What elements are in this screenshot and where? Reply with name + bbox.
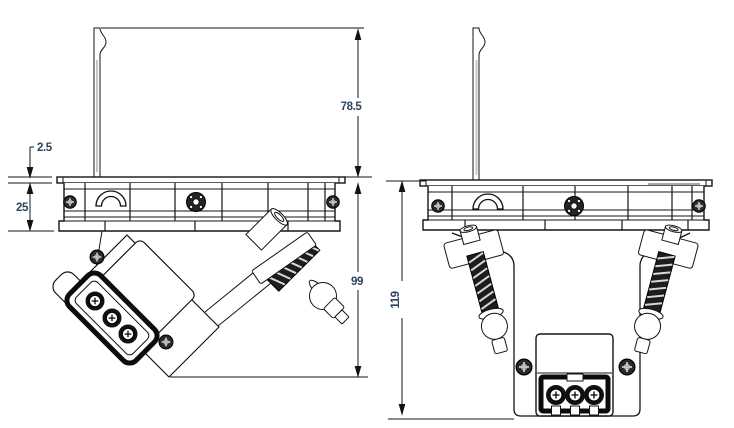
body-housing <box>58 183 341 232</box>
spring-adjuster-right <box>634 224 699 355</box>
front-view: 119 <box>386 27 713 420</box>
end-screw <box>431 198 445 214</box>
bracket-screw <box>618 358 636 376</box>
terminal <box>564 384 586 406</box>
mounting-tab <box>472 27 486 181</box>
dimension-overall-drop: 119 <box>386 180 514 420</box>
gear-bracket <box>451 232 691 417</box>
recess-flange <box>419 179 713 187</box>
center-hub <box>186 192 206 212</box>
terminal-enclosure <box>535 333 614 417</box>
center-hub <box>564 196 584 216</box>
spring-adjuster-left <box>443 224 508 355</box>
spring-adjuster <box>245 208 350 325</box>
dimension-flange-thickness: 2.5 <box>8 142 53 184</box>
dim-label-25: 25 <box>16 202 29 214</box>
body-ribs <box>84 183 326 231</box>
dimension-body-drop: 99 <box>170 183 368 378</box>
terminal <box>545 384 567 406</box>
tray-screw <box>158 334 174 350</box>
dimension-bracket-height: 78.5 <box>101 27 372 178</box>
dimension-recess-depth: 25 <box>8 183 54 232</box>
end-screw <box>63 194 78 210</box>
terminal <box>583 384 605 406</box>
end-screw <box>326 194 340 210</box>
dim-label-2-5: 2.5 <box>37 142 53 154</box>
body-housing <box>422 186 710 231</box>
recess-flange <box>56 176 346 184</box>
tray-screw <box>89 249 105 265</box>
terminal-block <box>64 270 160 366</box>
spring <box>465 250 500 314</box>
dim-label-78-5: 78.5 <box>341 101 363 113</box>
end-screw <box>692 198 706 214</box>
bracket-screw <box>515 358 533 376</box>
side-view: 78.5 99 2.5 25 <box>8 27 372 378</box>
mounting-tab <box>93 27 107 178</box>
spring <box>642 250 677 314</box>
gear-tray <box>52 230 277 378</box>
dim-label-119: 119 <box>390 291 402 308</box>
dim-label-99: 99 <box>351 276 363 288</box>
